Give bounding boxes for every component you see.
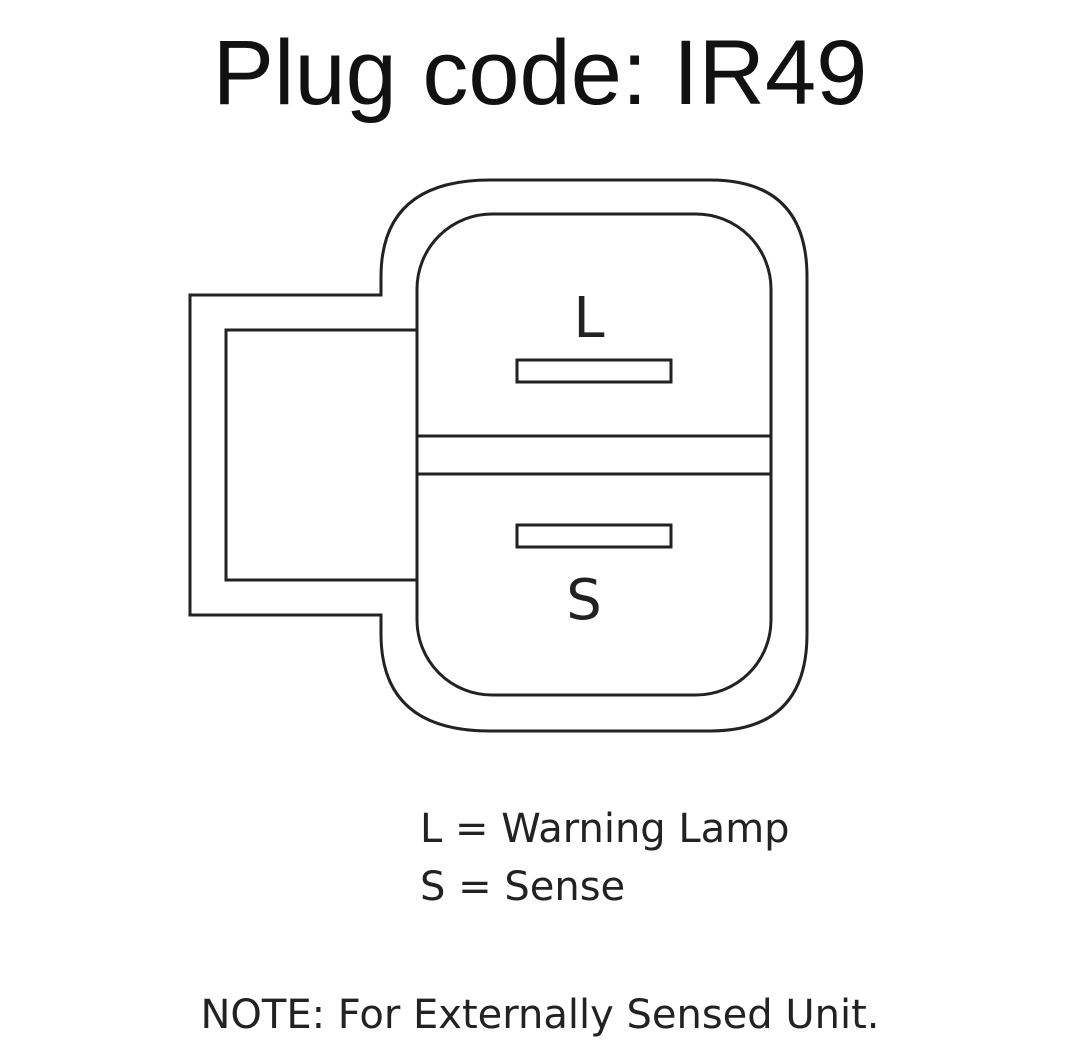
legend-item-l: L = Warning Lamp bbox=[420, 806, 790, 852]
page-title: Plug code: IR49 bbox=[212, 22, 868, 124]
legend-item-s: S = Sense bbox=[420, 864, 626, 910]
terminal-s-blade bbox=[515, 523, 673, 549]
legend: L = Warning Lamp S = Sense bbox=[420, 800, 790, 916]
terminal-l-blade bbox=[515, 358, 673, 384]
note-text: NOTE: For Externally Sensed Unit. bbox=[200, 992, 880, 1038]
connector-outer-housing bbox=[188, 178, 809, 733]
terminal-s-label: S bbox=[566, 568, 602, 633]
connector-inner-tab bbox=[224, 328, 417, 582]
connector-divider bbox=[415, 434, 773, 476]
terminal-l-label: L bbox=[573, 286, 604, 351]
